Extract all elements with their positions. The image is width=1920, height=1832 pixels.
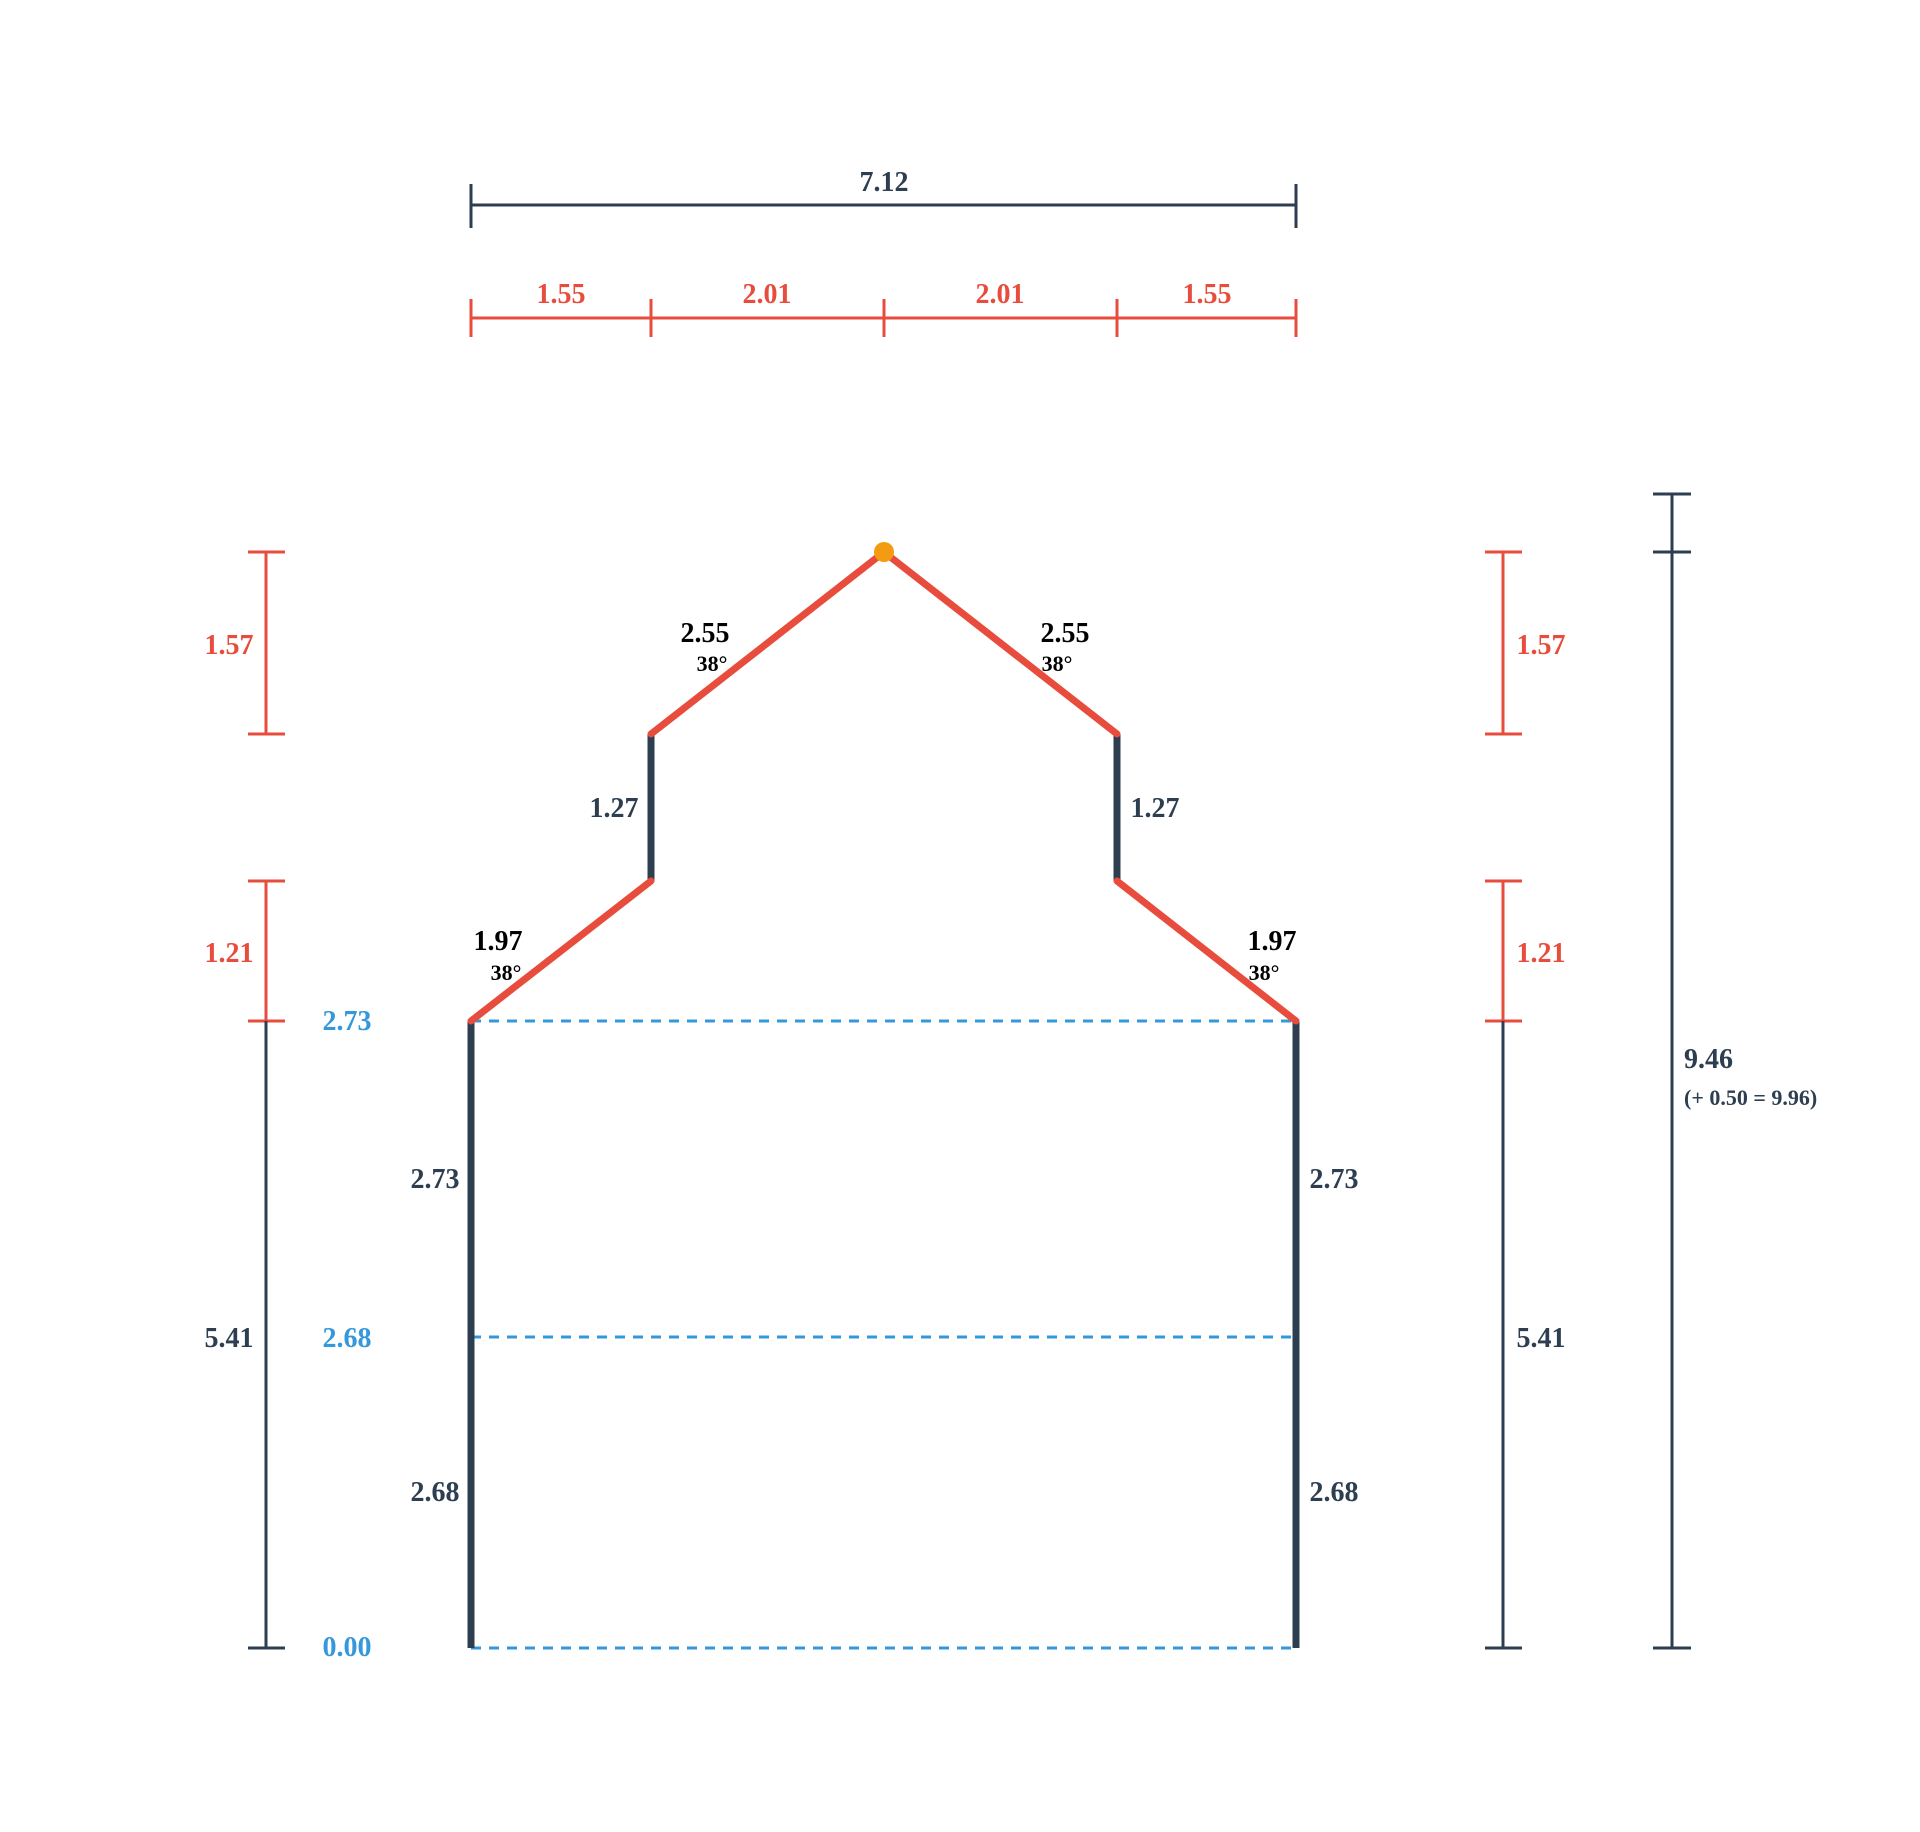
overall-height-dimension (1653, 492, 1691, 1650)
walls (467, 734, 1300, 1648)
roof-right-upper-angle: 38° (1042, 651, 1073, 676)
roof-right-lower (1113, 877, 1300, 1025)
right-wall-lower-label: 2.68 (1310, 1477, 1359, 1508)
right-kneewall-label: 1.27 (1131, 793, 1180, 824)
segment-width-label: 2.01 (976, 279, 1025, 310)
left-roof-upper-height-label: 1.57 (205, 630, 254, 661)
roof-left-upper (647, 548, 888, 738)
segment-width-label: 1.55 (537, 279, 586, 310)
floor-level-lines (471, 1019, 1296, 1650)
top-segment-dimensions (469, 299, 1298, 337)
left-wall-height-dimension (248, 1021, 285, 1650)
roof-right-lower-angle: 38° (1249, 960, 1280, 985)
roof-left-upper-length: 2.55 (681, 618, 730, 649)
level-label: 2.73 (323, 1006, 372, 1037)
right-roof-lower-height-label: 1.21 (1517, 938, 1566, 969)
right-wall-height-label: 5.41 (1517, 1323, 1566, 1354)
segment-width-label: 1.55 (1183, 279, 1232, 310)
left-roof-lower-height-label: 1.21 (205, 938, 254, 969)
left-wall-upper-label: 2.73 (411, 1164, 460, 1195)
top-total-dimension (469, 184, 1298, 228)
left-roof-lower-dimension (248, 879, 285, 1023)
right-roof-upper-dimension (1485, 550, 1522, 736)
total-width-label: 7.12 (860, 167, 909, 198)
right-roof-upper-height-label: 1.57 (1517, 630, 1566, 661)
roof-left-upper-angle: 38° (697, 651, 728, 676)
overall-height-label: 9.46 (1684, 1044, 1733, 1075)
roof-left-lower-angle: 38° (491, 960, 522, 985)
segment-width-label: 2.01 (743, 279, 792, 310)
roof-left-lower (467, 877, 655, 1025)
left-wall-height-label: 5.41 (205, 1323, 254, 1354)
overall-height-note: (+ 0.50 = 9.96) (1684, 1085, 1817, 1110)
ridge-point (874, 542, 894, 562)
left-roof-upper-dimension (248, 550, 285, 736)
roof-left-lower-length: 1.97 (474, 926, 523, 957)
roof (467, 548, 1300, 1025)
roof-right-lower-length: 1.97 (1248, 926, 1297, 957)
right-wall-height-dimension (1485, 1021, 1522, 1650)
left-wall-lower-label: 2.68 (411, 1477, 460, 1508)
right-wall-upper-label: 2.73 (1310, 1164, 1359, 1195)
level-label: 0.00 (323, 1632, 372, 1663)
level-label: 2.68 (323, 1323, 372, 1354)
left-kneewall-label: 1.27 (590, 793, 639, 824)
roof-right-upper-length: 2.55 (1041, 618, 1090, 649)
roof-right-upper (880, 548, 1121, 738)
